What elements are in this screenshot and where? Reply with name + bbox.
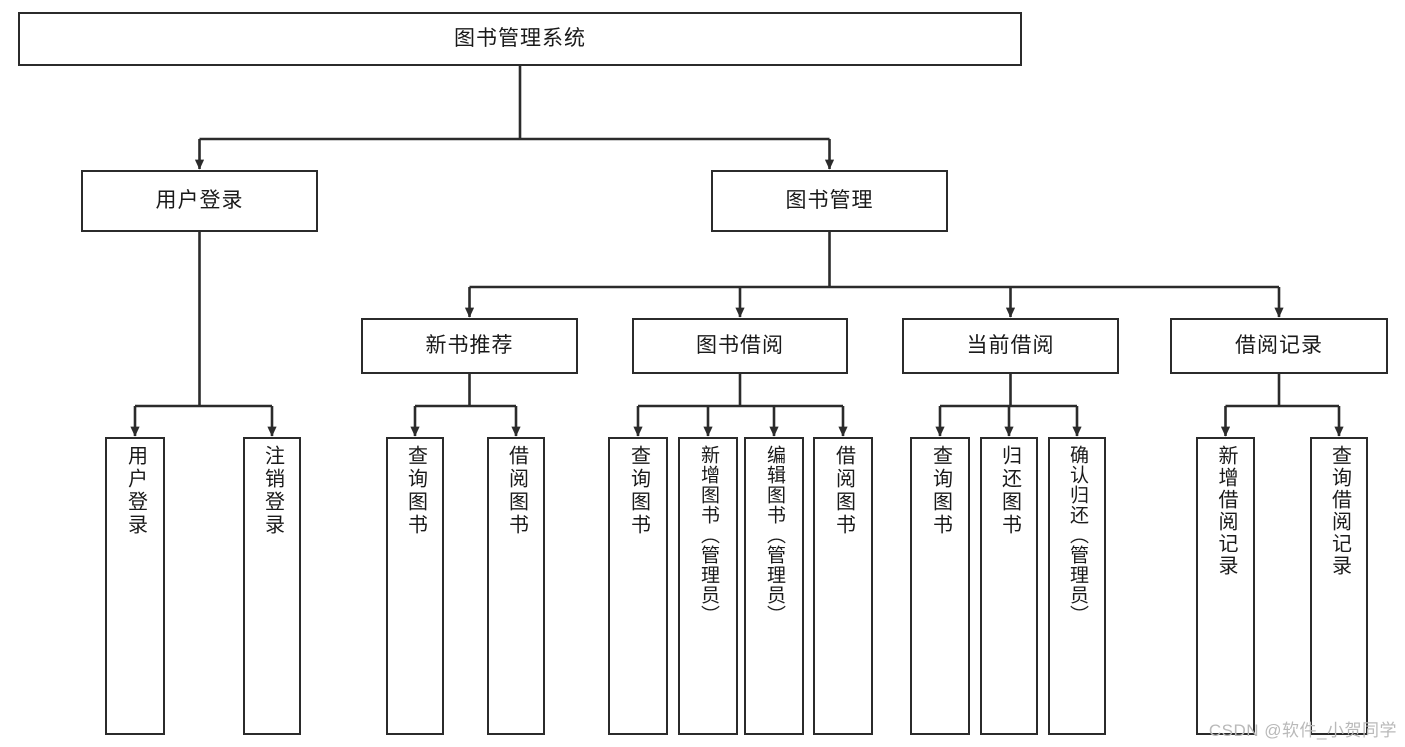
- node-label: 用户登录: [155, 189, 244, 213]
- node-label: 新书推荐: [425, 334, 514, 358]
- node-leaf-query-book-borrow[interactable]: 查询图书: [608, 437, 668, 735]
- node-label: 查询图书: [627, 445, 650, 537]
- node-label: 用户登录: [124, 445, 147, 537]
- node-leaf-query-borrow-record[interactable]: 查询借阅记录: [1310, 437, 1368, 735]
- node-leaf-add-borrow-record[interactable]: 新增借阅记录: [1196, 437, 1255, 735]
- node-leaf-user-logout[interactable]: 注销登录: [243, 437, 301, 735]
- node-book-manage[interactable]: 图书管理: [711, 170, 948, 232]
- node-label: 图书管理系统: [454, 27, 586, 51]
- node-label: 新增图书（管理员）: [697, 445, 719, 625]
- node-leaf-return-book[interactable]: 归还图书: [980, 437, 1038, 735]
- node-leaf-borrow-book-rec[interactable]: 借阅图书: [487, 437, 545, 735]
- node-leaf-query-book-rec[interactable]: 查询图书: [386, 437, 444, 735]
- node-leaf-query-book-current[interactable]: 查询图书: [910, 437, 970, 735]
- node-label: 图书借阅: [696, 334, 784, 358]
- node-label: 当前借阅: [966, 334, 1055, 358]
- node-leaf-add-book[interactable]: 新增图书（管理员）: [678, 437, 738, 735]
- node-label: 注销登录: [261, 445, 284, 537]
- node-new-book-recommend[interactable]: 新书推荐: [361, 318, 578, 374]
- node-label: 确认归还（管理员）: [1066, 445, 1088, 625]
- node-leaf-borrow-book[interactable]: 借阅图书: [813, 437, 873, 735]
- node-root[interactable]: 图书管理系统: [18, 12, 1022, 66]
- node-label: 借阅图书: [832, 445, 855, 537]
- node-label: 图书管理: [785, 189, 874, 213]
- node-label: 借阅图书: [505, 445, 528, 537]
- node-borrow-record[interactable]: 借阅记录: [1170, 318, 1388, 374]
- node-book-borrow[interactable]: 图书借阅: [632, 318, 848, 374]
- node-user-login[interactable]: 用户登录: [81, 170, 318, 232]
- node-label: 查询图书: [404, 445, 427, 537]
- node-leaf-edit-book[interactable]: 编辑图书（管理员）: [744, 437, 804, 735]
- node-label: 编辑图书（管理员）: [763, 445, 785, 625]
- node-leaf-user-login[interactable]: 用户登录: [105, 437, 165, 735]
- node-label: 归还图书: [998, 445, 1021, 537]
- node-label: 查询图书: [929, 445, 952, 537]
- node-current-borrow[interactable]: 当前借阅: [902, 318, 1119, 374]
- node-label: 查询借阅记录: [1328, 445, 1351, 577]
- node-leaf-confirm-return[interactable]: 确认归还（管理员）: [1048, 437, 1106, 735]
- node-label: 借阅记录: [1235, 334, 1323, 358]
- watermark-text: CSDN @软件_小贺同学: [1208, 721, 1397, 740]
- node-label: 新增借阅记录: [1215, 445, 1237, 577]
